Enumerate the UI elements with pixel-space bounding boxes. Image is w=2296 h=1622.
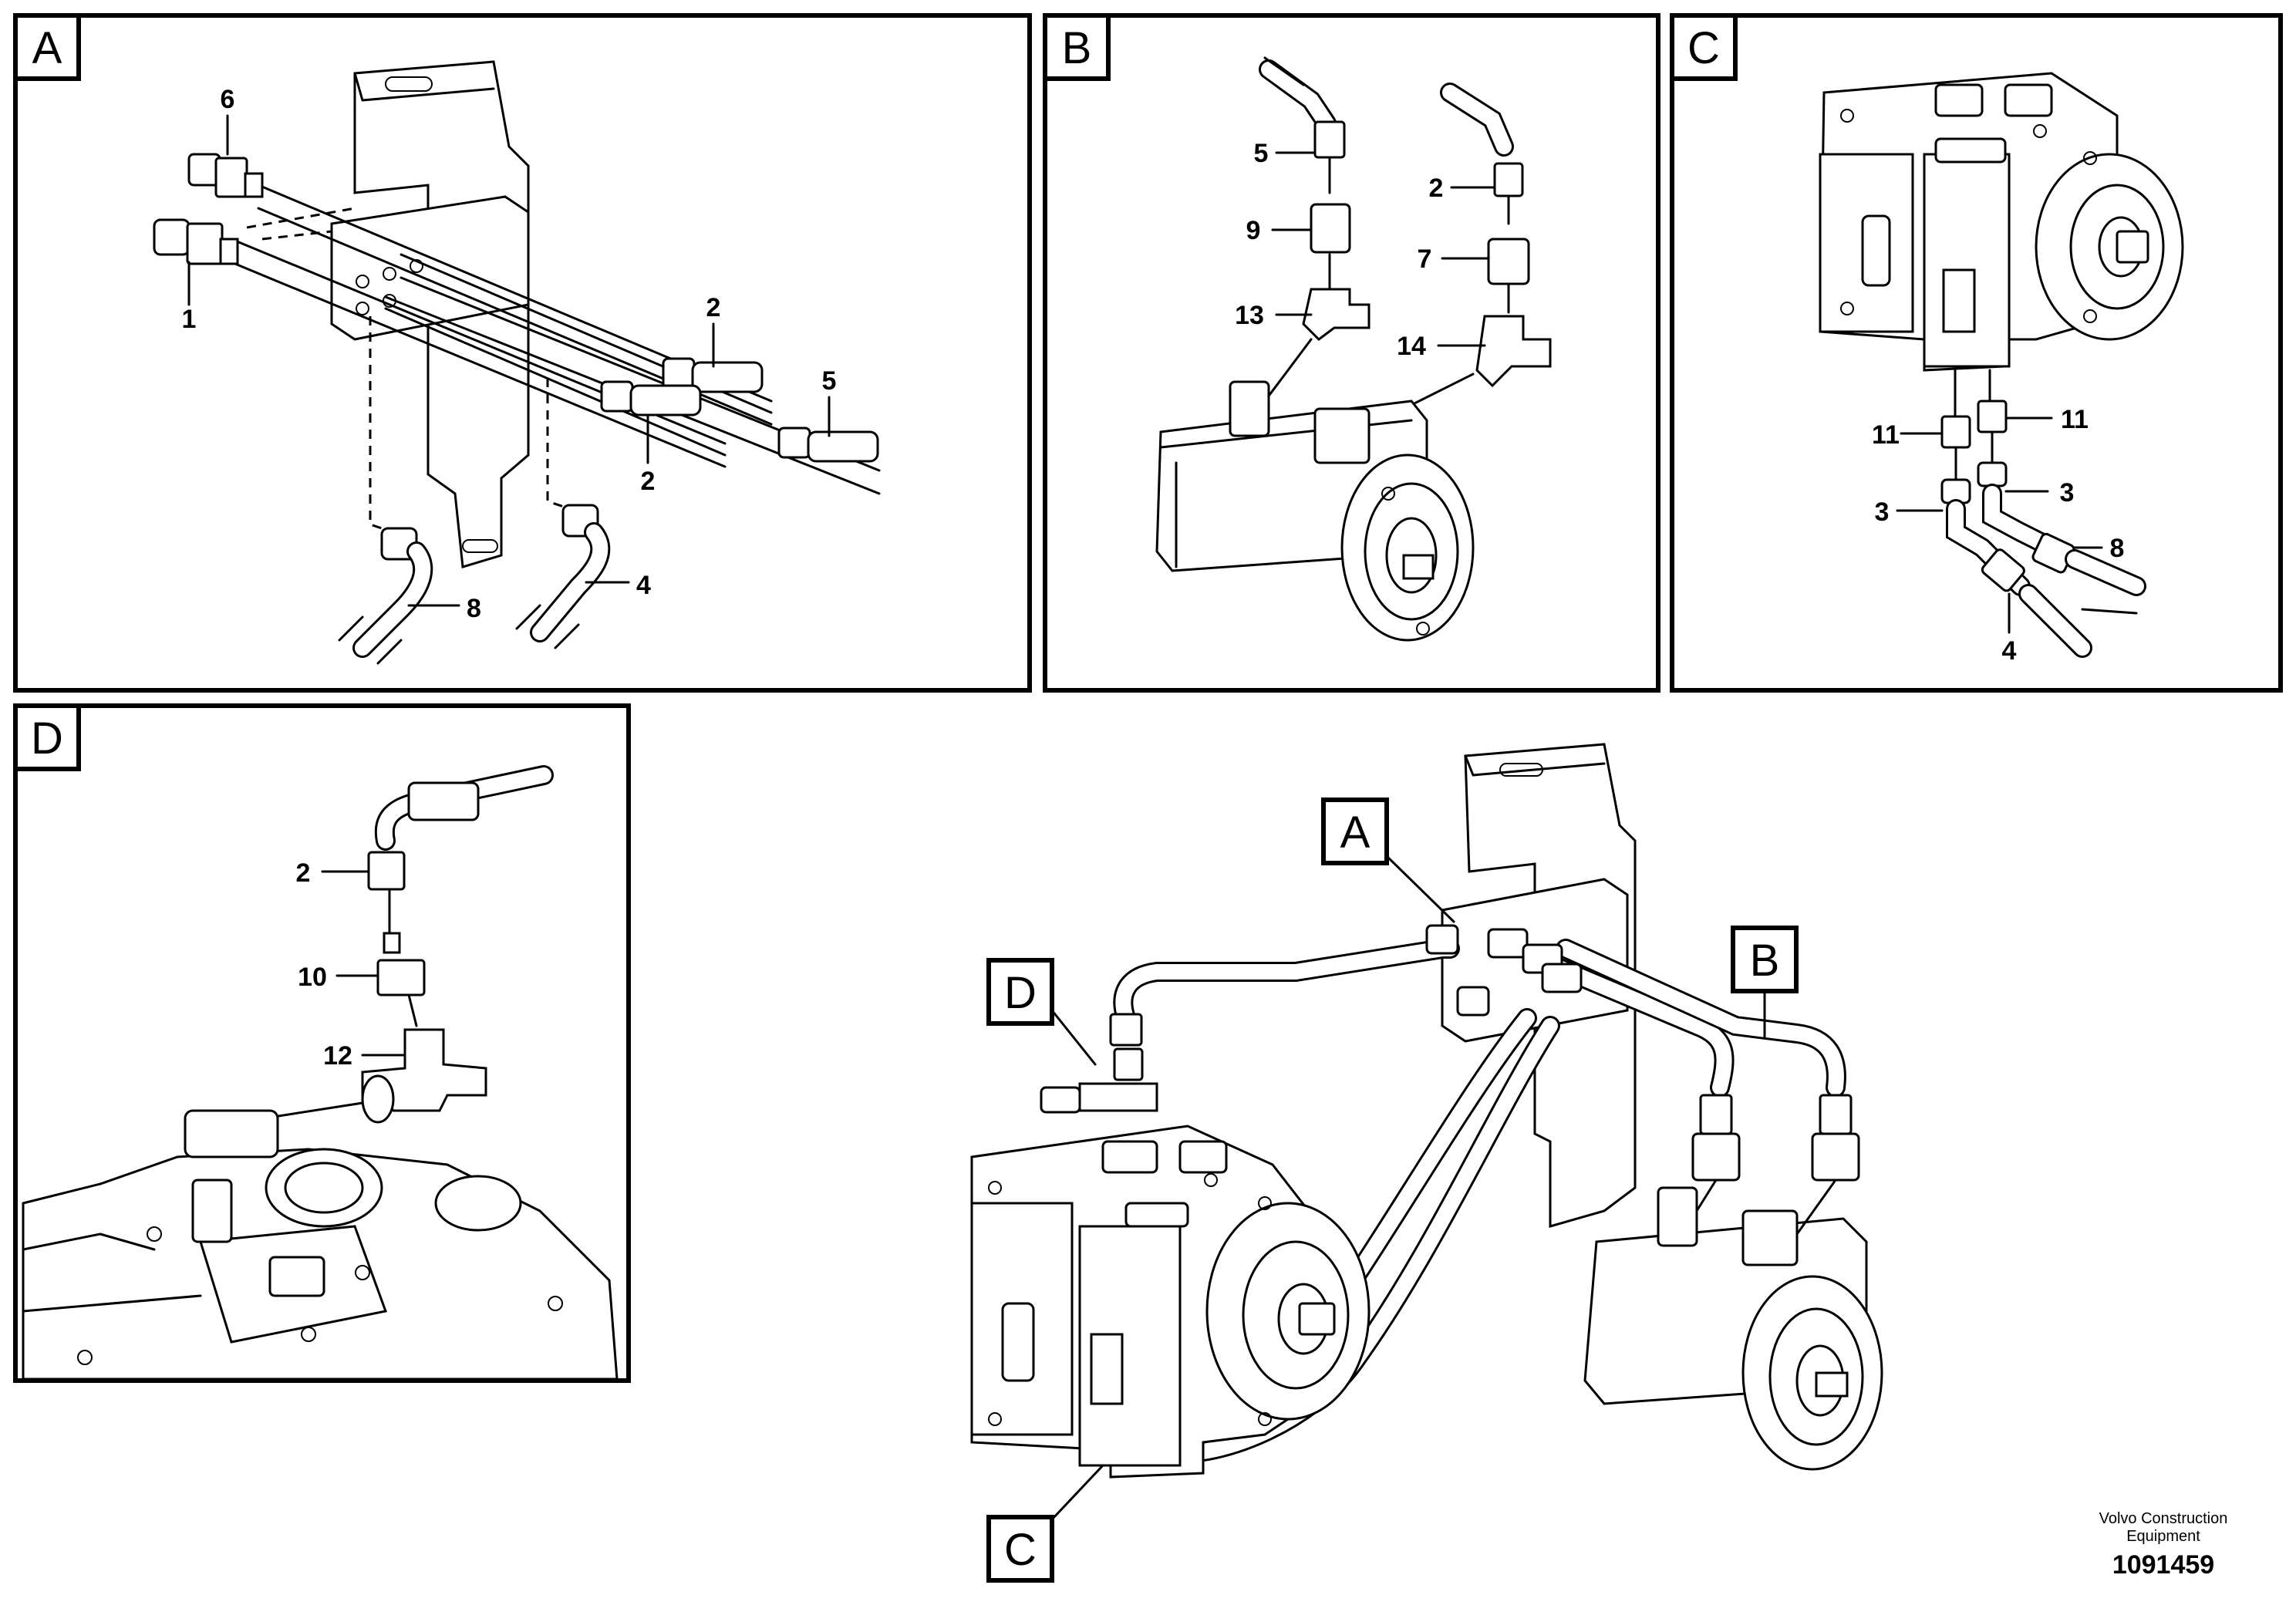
panel-a: A (13, 13, 1032, 693)
callout-c-4: 4 (2002, 636, 2017, 666)
panel-d: D 2 10 12 (13, 703, 631, 1383)
overview-tag-a-box (1321, 798, 1389, 865)
overview-tag-c: C (1004, 1525, 1037, 1575)
overview-tag-d: D (1004, 968, 1037, 1018)
overview-tag-b-box (1731, 926, 1799, 993)
panel-b-letter: B (1062, 23, 1092, 73)
panel-c: C (1670, 13, 2283, 693)
footer-drawing-number: 1091459 (2112, 1550, 2214, 1580)
panel-d-letter: D (31, 713, 63, 764)
panel-a-letter: A (32, 23, 62, 73)
motor (1155, 380, 1475, 642)
callout-b-7: 7 (1418, 244, 1432, 274)
callout-d-2: 2 (296, 858, 311, 888)
footer-company-line2: Equipment (2126, 1528, 2200, 1545)
hose-4 (515, 504, 611, 649)
callout-a-8: 8 (467, 594, 481, 623)
overview-tag-d-box (986, 958, 1054, 1026)
overview-tag-b: B (1750, 936, 1780, 986)
fitting-1 (153, 218, 239, 265)
overview-motor (1583, 1094, 1883, 1471)
callout-d-12: 12 (323, 1041, 352, 1071)
overview-tag-a: A (1340, 808, 1371, 858)
fitting-6 (187, 153, 264, 198)
callout-a-1: 1 (182, 305, 197, 334)
callout-c-11-left: 11 (1872, 420, 1900, 450)
fitting-2b (600, 380, 702, 416)
overview-pump (970, 1125, 1371, 1479)
callout-a-5: 5 (822, 366, 837, 396)
callout-b-2: 2 (1429, 174, 1444, 203)
callout-a-2-upper: 2 (706, 293, 721, 322)
panel-b: B 5 (1043, 13, 1660, 693)
callout-a-6: 6 (221, 85, 235, 114)
callout-b-9: 9 (1246, 216, 1261, 245)
panel-d-letter-box (13, 703, 81, 771)
panel-c-letter: C (1687, 23, 1720, 73)
footer-company-line1: Volvo Construction (2099, 1510, 2228, 1527)
callout-c-11-right: 11 (2061, 405, 2089, 434)
callout-c-8: 8 (2110, 534, 2125, 563)
hose-8 (338, 527, 433, 665)
overview-assembly: A B D C (970, 743, 1883, 1583)
callout-c-3-left: 3 (1875, 497, 1890, 527)
panel-c-letter-box (1670, 13, 1738, 81)
pump-c (1819, 72, 2184, 372)
fitting-5 (777, 427, 879, 463)
panel-a-letter-box (13, 13, 81, 81)
callout-b-13: 13 (1235, 301, 1264, 330)
callout-a-2-lower: 2 (641, 467, 656, 496)
overview-tag-c-box (986, 1515, 1054, 1583)
callout-d-10: 10 (298, 963, 327, 992)
callout-b-14: 14 (1397, 332, 1426, 361)
pump-d (22, 1109, 619, 1381)
panel-b-letter-box (1043, 13, 1111, 81)
callout-a-4: 4 (636, 571, 651, 600)
callout-c-3-right: 3 (2060, 478, 2075, 508)
callout-b-5: 5 (1254, 139, 1269, 168)
footer: Volvo Construction Equipment 1091459 (2099, 1510, 2228, 1580)
